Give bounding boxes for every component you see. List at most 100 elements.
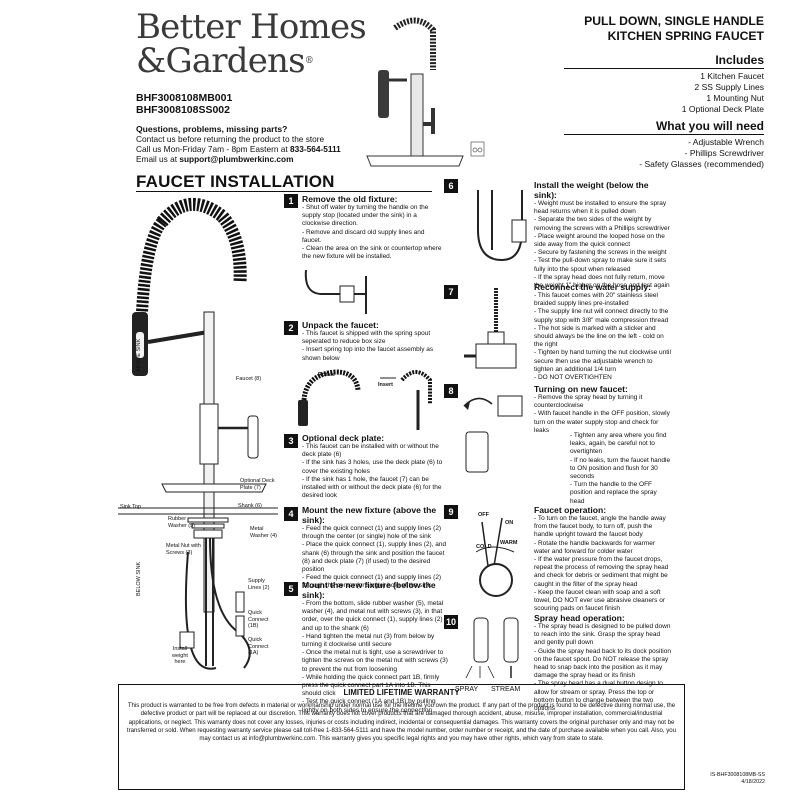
faucet-diagram bbox=[118, 197, 278, 670]
sink-top-label: Sink Top bbox=[120, 504, 141, 510]
insert-label: Insert bbox=[378, 382, 393, 388]
shank-label: Shank (6) bbox=[238, 503, 262, 509]
contact-line: Contact us before returning the product … bbox=[136, 134, 325, 144]
contact-phone: 833-564-5111 bbox=[290, 144, 341, 154]
supply-stop-illustration bbox=[304, 269, 367, 314]
step-4: Mount the new fixture (above the sink): … bbox=[302, 505, 450, 591]
product-title: PULL DOWN, SINGLE HANDLE KITCHEN SPRING … bbox=[464, 14, 764, 44]
section-title: FAUCET INSTALLATION bbox=[136, 172, 335, 191]
off-label: OFF bbox=[478, 512, 489, 518]
warranty-title: LIMITED LIFETIME WARRANTY bbox=[343, 688, 460, 697]
rubber-washer-label: Rubber Washer (5) bbox=[168, 516, 195, 529]
product-title-line1: PULL DOWN, SINGLE HANDLE bbox=[584, 14, 764, 28]
step-title: Turning on new faucet: bbox=[534, 384, 628, 394]
step-title: Mount the new fixture (below the sink): bbox=[302, 580, 436, 600]
below-sink-label: BELOW SINK bbox=[136, 561, 142, 596]
unpack-illustration bbox=[298, 369, 432, 430]
step-title: Reconnect the water supply: bbox=[534, 282, 651, 292]
step-text: - This faucet is shipped with the spring… bbox=[302, 330, 434, 362]
document-code: IS-BHF3008108MB-SS bbox=[710, 772, 765, 778]
includes-item: 1 Mounting Nut bbox=[706, 93, 764, 103]
step-text: - This faucet comes with 20" stainless s… bbox=[534, 292, 671, 382]
step-7: Reconnect the water supply: - This fauce… bbox=[534, 282, 672, 382]
spray-label: SPRAY bbox=[455, 686, 479, 693]
brand-line2: &Gardens bbox=[136, 41, 306, 81]
step-number: 9 bbox=[444, 505, 458, 519]
above-sink-label: ABOVE SINK bbox=[136, 338, 142, 372]
step-title: Optional deck plate: bbox=[302, 433, 385, 443]
need-heading: What you will need bbox=[655, 119, 764, 133]
warm-label: WARM bbox=[500, 540, 518, 546]
step-title: Install the weight (below the sink): bbox=[534, 180, 649, 200]
spray-head-removal-illustration bbox=[463, 395, 523, 473]
step-title: Mount the new fixture (above the sink): bbox=[302, 505, 437, 525]
need-section: What you will need - Adjustable Wrench -… bbox=[564, 119, 764, 170]
step-8: Turning on new faucet: - Remove the spra… bbox=[534, 384, 672, 435]
contact-heading: Questions, problems, missing parts? bbox=[136, 124, 288, 134]
step-2: Unpack the faucet: - This faucet is ship… bbox=[302, 320, 442, 363]
registered-mark: ® bbox=[304, 56, 314, 66]
supply-line-illustration bbox=[464, 288, 517, 369]
step-1: Remove the old fixture: - Shut off water… bbox=[302, 194, 442, 261]
brand-line1: Better Homes bbox=[136, 7, 367, 47]
document-date: 4/18/2022 bbox=[741, 778, 765, 785]
divider bbox=[564, 134, 764, 135]
step-text: - Shut off water by turning the handle o… bbox=[302, 204, 442, 261]
divider bbox=[564, 68, 764, 69]
model-number: BHF3008108MB001 bbox=[136, 92, 233, 104]
step-6: Install the weight (below the sink): - W… bbox=[534, 180, 672, 290]
need-item: - Phillips Screwdriver bbox=[684, 148, 764, 158]
section-title-underline bbox=[136, 191, 432, 192]
step-9: Faucet operation: - To turn on the fauce… bbox=[534, 505, 672, 613]
step-number: 7 bbox=[444, 285, 458, 299]
warranty-text: This product is warranted to be free fro… bbox=[126, 702, 677, 743]
step-text: - The spray head is designed to be pulle… bbox=[534, 623, 671, 713]
stream-label: STREAM bbox=[491, 686, 521, 693]
includes-item: 2 SS Supply Lines bbox=[694, 82, 764, 92]
step-text: - Feed the quick connect (1) and supply … bbox=[302, 525, 447, 590]
step-text: - From the bottom, slide rubber washer (… bbox=[302, 600, 448, 714]
step-number: 6 bbox=[444, 179, 458, 193]
step-text: - Weight must be installed to ensure the… bbox=[534, 200, 670, 290]
quick-connect-1b-label: Quick Connect (1B) bbox=[248, 610, 269, 629]
step-number: 10 bbox=[444, 615, 458, 629]
includes-section: Includes 1 Kitchen Faucet 2 SS Supply Li… bbox=[564, 53, 764, 115]
model-numbers: BHF3008108MB001 BHF3008108SS002 bbox=[136, 92, 232, 116]
step-text: - Tighten any area where you find leaks,… bbox=[570, 432, 671, 505]
step-title: Spray head operation: bbox=[534, 613, 625, 623]
contact-line: Email us at bbox=[136, 154, 180, 164]
metal-nut-label: Metal Nut with Screws (3) bbox=[166, 543, 201, 556]
metal-washer-label: Metal Washer (4) bbox=[250, 526, 277, 539]
step-number: 3 bbox=[284, 434, 298, 448]
document-id: IS-BHF3008108MB-SS 4/18/2022 bbox=[710, 772, 765, 785]
need-item: - Safety Glasses (recommended) bbox=[639, 159, 764, 169]
includes-item: 1 Optional Deck Plate bbox=[681, 104, 764, 114]
step-title: Faucet operation: bbox=[534, 505, 607, 515]
step-5: Mount the new fixture (below the sink): … bbox=[302, 580, 450, 715]
step-3: Optional deck plate: - This faucet can b… bbox=[302, 433, 450, 500]
on-label: ON bbox=[505, 520, 514, 526]
weight-illustration bbox=[477, 190, 527, 262]
warranty-box: LIMITED LIFETIME WARRANTY This product i… bbox=[118, 684, 685, 790]
safety-glasses-icon bbox=[470, 141, 485, 157]
step-number: 1 bbox=[284, 194, 298, 208]
model-number: BHF3008108SS002 bbox=[136, 104, 230, 116]
step-10: Spray head operation: - The spray head i… bbox=[534, 613, 672, 713]
cold-label: COLD bbox=[476, 544, 492, 550]
faucet-label: Faucet (8) bbox=[236, 376, 262, 382]
includes-heading: Includes bbox=[715, 53, 764, 67]
step-number: 5 bbox=[284, 582, 298, 596]
brand-logo: Better Homes &Gardens® bbox=[136, 7, 367, 81]
step-number: 2 bbox=[284, 321, 298, 335]
spray-stream-illustration bbox=[465, 617, 519, 679]
contact-block: Questions, problems, missing parts? Cont… bbox=[136, 124, 396, 164]
step-number: 8 bbox=[444, 384, 458, 398]
deck-plate-label: Optional Deck Plate (7) bbox=[240, 478, 275, 491]
faucet-product-image: ☐ bbox=[366, 17, 464, 167]
need-item: - Adjustable Wrench bbox=[688, 137, 764, 147]
step-title: Unpack the faucet: bbox=[302, 320, 379, 330]
contact-line: Call us Mon-Friday 7am - 8pm Eastern at bbox=[136, 144, 291, 154]
contact-email: support@plumbwerkinc.com bbox=[179, 154, 294, 164]
includes-item: 1 Kitchen Faucet bbox=[700, 71, 764, 81]
rotate-label: Rotate bbox=[318, 372, 336, 378]
